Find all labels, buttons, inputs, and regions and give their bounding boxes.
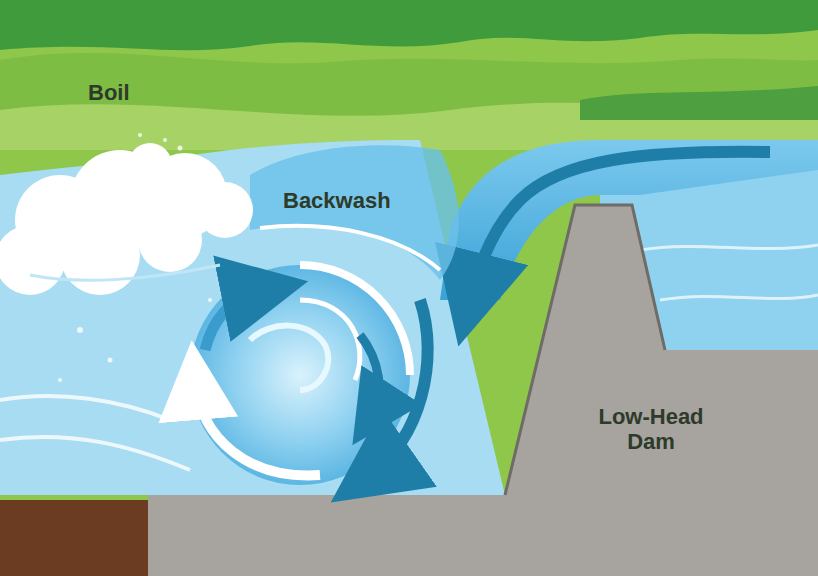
dam-label: Low-Head Dam bbox=[590, 404, 712, 455]
boil-label: Boil bbox=[88, 80, 130, 105]
backwash-label: Backwash bbox=[283, 188, 391, 213]
